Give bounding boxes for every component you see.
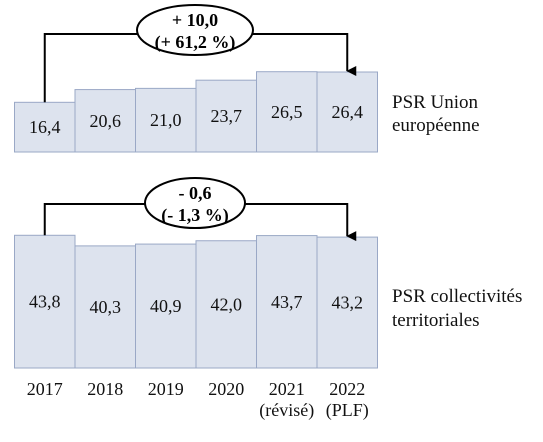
x-tick-label: 2020 <box>208 379 244 399</box>
x-axis: 2017 2018 2019 2020 2021(révisé) 2022(PLF) <box>27 379 369 421</box>
series-label-line: PSR collectivités <box>392 286 522 307</box>
bar-value-label: 21,0 <box>150 110 182 130</box>
bar-value-label: 43,7 <box>271 292 303 312</box>
change-annotation-line: (- 1,3 %) <box>161 205 228 226</box>
bar-value-label: 26,4 <box>332 102 364 122</box>
change-annotation-line: (+ 61,2 %) <box>155 32 236 53</box>
series-label-line: PSR Union <box>392 92 479 113</box>
bar-value-label: 20,6 <box>90 111 122 131</box>
bar <box>14 101 76 153</box>
bar-value-label: 26,5 <box>271 102 303 122</box>
series-label-line: européenne <box>392 115 480 136</box>
bar-value-label: 16,4 <box>29 117 61 137</box>
bar <box>256 235 318 369</box>
x-tick-label: 2018 <box>87 379 123 399</box>
bar-value-label: 42,0 <box>211 294 243 314</box>
change-annotation-line: - 0,6 <box>179 183 212 203</box>
panel-1: 16,4 20,6 21,0 23,7 26,5 26,4 + 10,0(+ 61,2 %)… <box>14 4 480 153</box>
bar <box>316 236 378 369</box>
bar-value-label: 40,3 <box>90 297 122 317</box>
bar-value-label: 43,8 <box>29 292 61 312</box>
x-tick-label: 2022 <box>329 379 365 399</box>
change-annotation-line: + 10,0 <box>172 10 218 30</box>
panel-2: 43,8 40,3 40,9 42,0 43,7 43,2 - 0,6(- 1,3 %) PS… <box>14 177 522 369</box>
bar-value-label: 23,7 <box>211 106 243 126</box>
bar-value-label: 43,2 <box>332 293 364 313</box>
x-tick-label: 2019 <box>148 379 184 399</box>
bar <box>195 79 257 153</box>
x-tick-label: (révisé) <box>259 400 314 421</box>
bar <box>256 71 318 153</box>
bar-value-label: 40,9 <box>150 296 182 316</box>
series-label-line: territoriales <box>392 310 480 331</box>
x-tick-label: 2021 <box>269 379 305 399</box>
bar <box>135 87 197 153</box>
x-tick-label: 2017 <box>27 379 63 399</box>
change-oval <box>144 177 246 229</box>
bar <box>195 240 257 369</box>
x-tick-label: (PLF) <box>326 400 369 421</box>
bar <box>135 243 197 369</box>
change-oval <box>136 4 254 56</box>
bar <box>316 71 378 153</box>
bar <box>74 89 136 153</box>
